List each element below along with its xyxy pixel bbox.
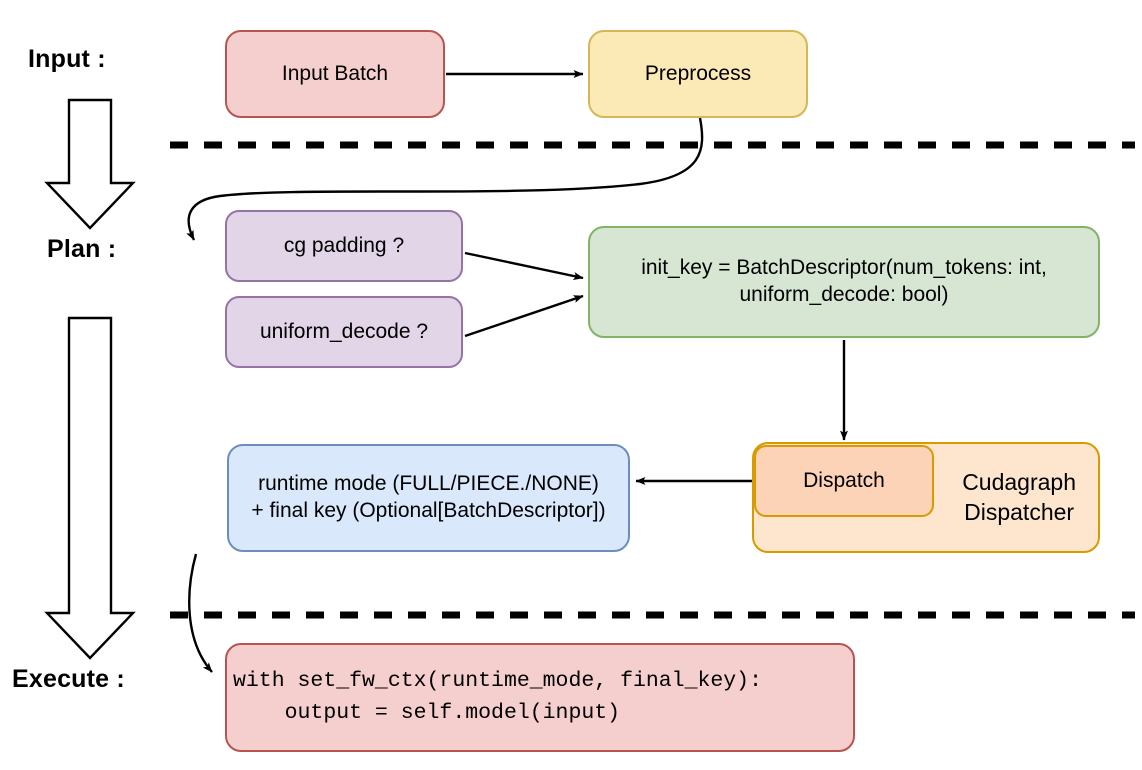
node-init-key[interactable]: init_key = BatchDescriptor(num_tokens: i…: [588, 226, 1100, 338]
node-runtime-mode-label: runtime mode (FULL/PIECE./NONE) + final …: [251, 472, 606, 522]
node-input-batch[interactable]: Input Batch: [225, 30, 445, 118]
node-input-batch-label: Input Batch: [281, 61, 389, 85]
input-to-plan-arrow[interactable]: [44, 98, 136, 230]
node-preprocess[interactable]: Preprocess: [588, 30, 808, 118]
stage-label-execute: Execute :: [12, 665, 125, 693]
node-dispatch[interactable]: Dispatch: [754, 445, 934, 517]
node-uniform-decode[interactable]: uniform_decode ?: [225, 296, 463, 368]
node-dispatch-label: Dispatch: [803, 468, 885, 492]
node-cudagraph-dispatcher-label: Cudagraph Dispatcher: [962, 469, 1076, 525]
arrow-runtime-mode-to-execute-code: [188, 553, 213, 673]
stage-label-input: Input :: [28, 45, 106, 73]
node-runtime-mode[interactable]: runtime mode (FULL/PIECE./NONE) + final …: [227, 444, 630, 552]
node-cg-padding[interactable]: cg padding ?: [225, 210, 463, 282]
node-init-key-label: init_key = BatchDescriptor(num_tokens: i…: [641, 256, 1047, 306]
stage-label-plan: Plan :: [47, 235, 117, 263]
node-execute-code[interactable]: with set_fw_ctx(runtime_mode, final_key)…: [225, 643, 855, 752]
arrow-cg-padding-to-init-key: [464, 251, 584, 280]
node-uniform-decode-label: uniform_decode ?: [259, 319, 429, 343]
node-preprocess-label: Preprocess: [644, 61, 752, 85]
plan-to-execute-arrow[interactable]: [44, 316, 136, 660]
arrow-uniform-decode-to-init-key: [464, 294, 584, 338]
node-cg-padding-label: cg padding ?: [283, 233, 405, 257]
node-execute-code-label: with set_fw_ctx(runtime_mode, final_key)…: [233, 669, 762, 725]
